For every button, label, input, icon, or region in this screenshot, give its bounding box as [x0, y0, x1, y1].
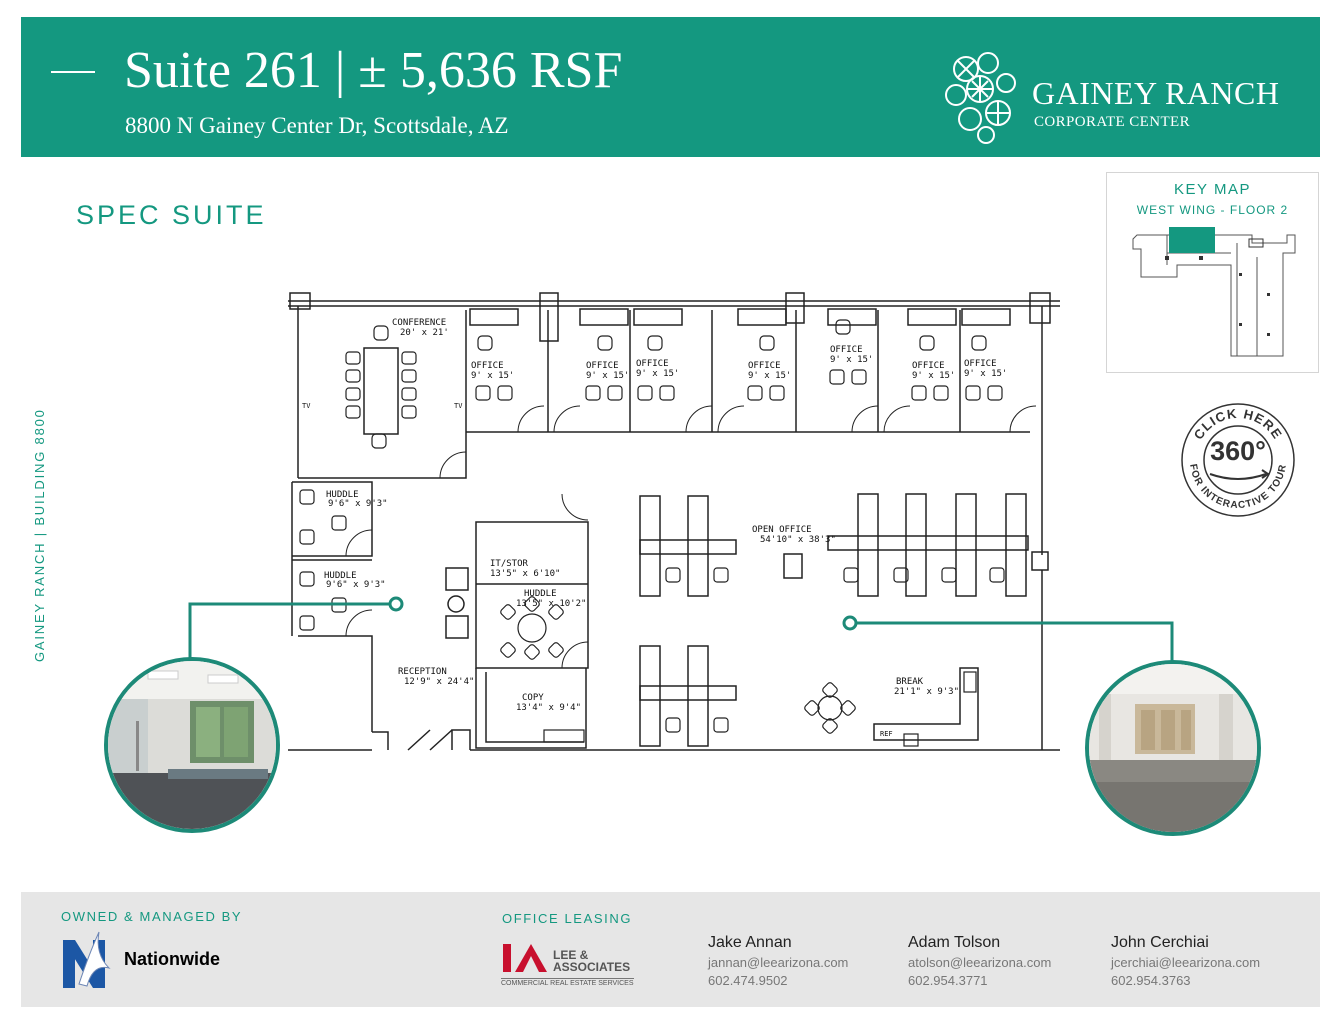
office-6-label: OFFICE	[912, 361, 945, 371]
spec-suite-heading: SPEC SUITE	[76, 200, 267, 230]
tv-label: TV	[302, 402, 311, 410]
open-office-label: OPEN OFFICE	[752, 525, 812, 535]
ref-label: REF	[880, 730, 893, 738]
contact-jake-annan: Jake Annan jannan@leearizona.com 602.474…	[708, 934, 848, 988]
break-label: BREAK	[896, 677, 924, 687]
lee-associates-logo: LEE & ASSOCIATES COMMERCIAL REAL ESTATE …	[501, 942, 651, 992]
office-leasing-label: OFFICE LEASING	[502, 911, 633, 926]
contact-phone[interactable]: 602.954.3763	[1111, 973, 1191, 988]
suite-address: 8800 N Gainey Center Dr, Scottsdale, AZ	[125, 113, 509, 138]
header-banner: Suite 261 | ± 5,636 RSF 8800 N Gainey Ce…	[21, 17, 1320, 157]
contact-name: Adam Tolson	[908, 934, 1001, 951]
building-vertical-label: GAINEY RANCH | BUILDING 8800	[32, 408, 47, 662]
copy-size: 13'4" x 9'4"	[516, 703, 581, 713]
lee-line3: COMMERCIAL REAL ESTATE SERVICES	[501, 978, 634, 987]
office-5-size: 9' x 15'	[830, 355, 873, 365]
footer: OWNED & MANAGED BY Nationwide OFFICE LEA…	[21, 892, 1320, 1007]
contact-john-cerchiai: John Cerchiai jcerchiai@leearizona.com 6…	[1111, 934, 1260, 988]
reception-size: 12'9" x 24'4"	[404, 677, 474, 687]
brand-subtitle: CORPORATE CENTER	[1034, 114, 1190, 130]
huddle-2-label: HUDDLE	[324, 571, 357, 581]
floor-plan: CONFERENCE 20' x 21' OFFICE 9' x 15' OFF…	[288, 292, 1060, 751]
reception-photo[interactable]	[104, 657, 280, 833]
key-map-title: KEY MAP	[1174, 181, 1251, 198]
key-map-highlight	[1169, 227, 1215, 253]
gainey-ranch-logo: GAINEY RANCH CORPORATE CENTER	[936, 47, 1296, 147]
open-office-photo-image	[1089, 664, 1257, 832]
lee-line2: ASSOCIATES	[553, 960, 631, 974]
nationwide-eagle-icon	[63, 931, 111, 988]
suite-title: Suite 261 | ± 5,636 RSF	[124, 42, 623, 99]
key-map-drawing	[1132, 227, 1296, 357]
contact-name: John Cerchiai	[1111, 934, 1209, 951]
contact-adam-tolson: Adam Tolson atolson@leearizona.com 602.9…	[908, 934, 1051, 988]
office-4-size: 9' x 15'	[748, 371, 791, 381]
nationwide-logo-text: Nationwide	[124, 949, 221, 969]
huddle-2-size: 9'6" x 9'3"	[326, 580, 386, 590]
conference-size: 20' x 21'	[400, 328, 449, 338]
office-1-label: OFFICE	[471, 361, 504, 371]
open-office-size: 54'10" x 38'3"	[760, 535, 836, 545]
office-2-size: 9' x 15'	[586, 371, 629, 381]
owned-by-label: OWNED & MANAGED BY	[61, 909, 243, 924]
reception-photo-image	[108, 661, 276, 829]
copy-label: COPY	[522, 693, 544, 703]
office-7-label: OFFICE	[964, 359, 997, 369]
header-dash	[51, 71, 95, 73]
tv-label: TV	[454, 402, 463, 410]
tour-360-icon: CLICK HERE FOR INTERACTIVE TOUR 360°	[1181, 403, 1295, 517]
contact-email[interactable]: atolson@leearizona.com	[908, 955, 1052, 970]
virtual-tour-badge[interactable]: CLICK HERE FOR INTERACTIVE TOUR 360°	[1178, 400, 1298, 520]
huddle-3-size: 13'5" x 10'2"	[516, 599, 586, 609]
tour-number: 360°	[1210, 436, 1266, 466]
it-stor-label: IT/STOR	[490, 559, 529, 569]
office-3-label: OFFICE	[636, 359, 669, 369]
break-size: 21'1" x 9'3"	[894, 687, 959, 697]
key-map-subtitle: WEST WING - FLOOR 2	[1136, 203, 1289, 217]
lee-line1: LEE &	[553, 948, 589, 962]
contact-email[interactable]: jannan@leearizona.com	[708, 955, 849, 970]
office-4-label: OFFICE	[748, 361, 781, 371]
lee-mark-icon	[503, 944, 547, 972]
huddle-3-label: HUDDLE	[524, 589, 557, 599]
open-office-photo[interactable]	[1085, 660, 1261, 836]
contact-name: Jake Annan	[708, 934, 792, 951]
office-1-size: 9' x 15'	[471, 371, 514, 381]
reception-label: RECEPTION	[398, 667, 447, 677]
office-7-size: 9' x 15'	[964, 369, 1007, 379]
contact-phone[interactable]: 602.474.9502	[708, 973, 788, 988]
office-3-size: 9' x 15'	[636, 369, 679, 379]
key-map: KEY MAP WEST WING - FLOOR 2	[1106, 172, 1319, 373]
huddle-1-label: HUDDLE	[326, 490, 359, 500]
contact-phone[interactable]: 602.954.3771	[908, 973, 988, 988]
office-5-label: OFFICE	[830, 345, 863, 355]
contact-email[interactable]: jcerchiai@leearizona.com	[1111, 955, 1261, 970]
office-6-size: 9' x 15'	[912, 371, 955, 381]
it-stor-size: 13'5" x 6'10"	[490, 569, 560, 579]
conference-label: CONFERENCE	[392, 318, 446, 328]
flower-logo-icon	[945, 52, 1016, 144]
huddle-1-size: 9'6" x 9'3"	[328, 499, 388, 509]
office-2-label: OFFICE	[586, 361, 619, 371]
brand-name: GAINEY RANCH	[1032, 75, 1280, 111]
